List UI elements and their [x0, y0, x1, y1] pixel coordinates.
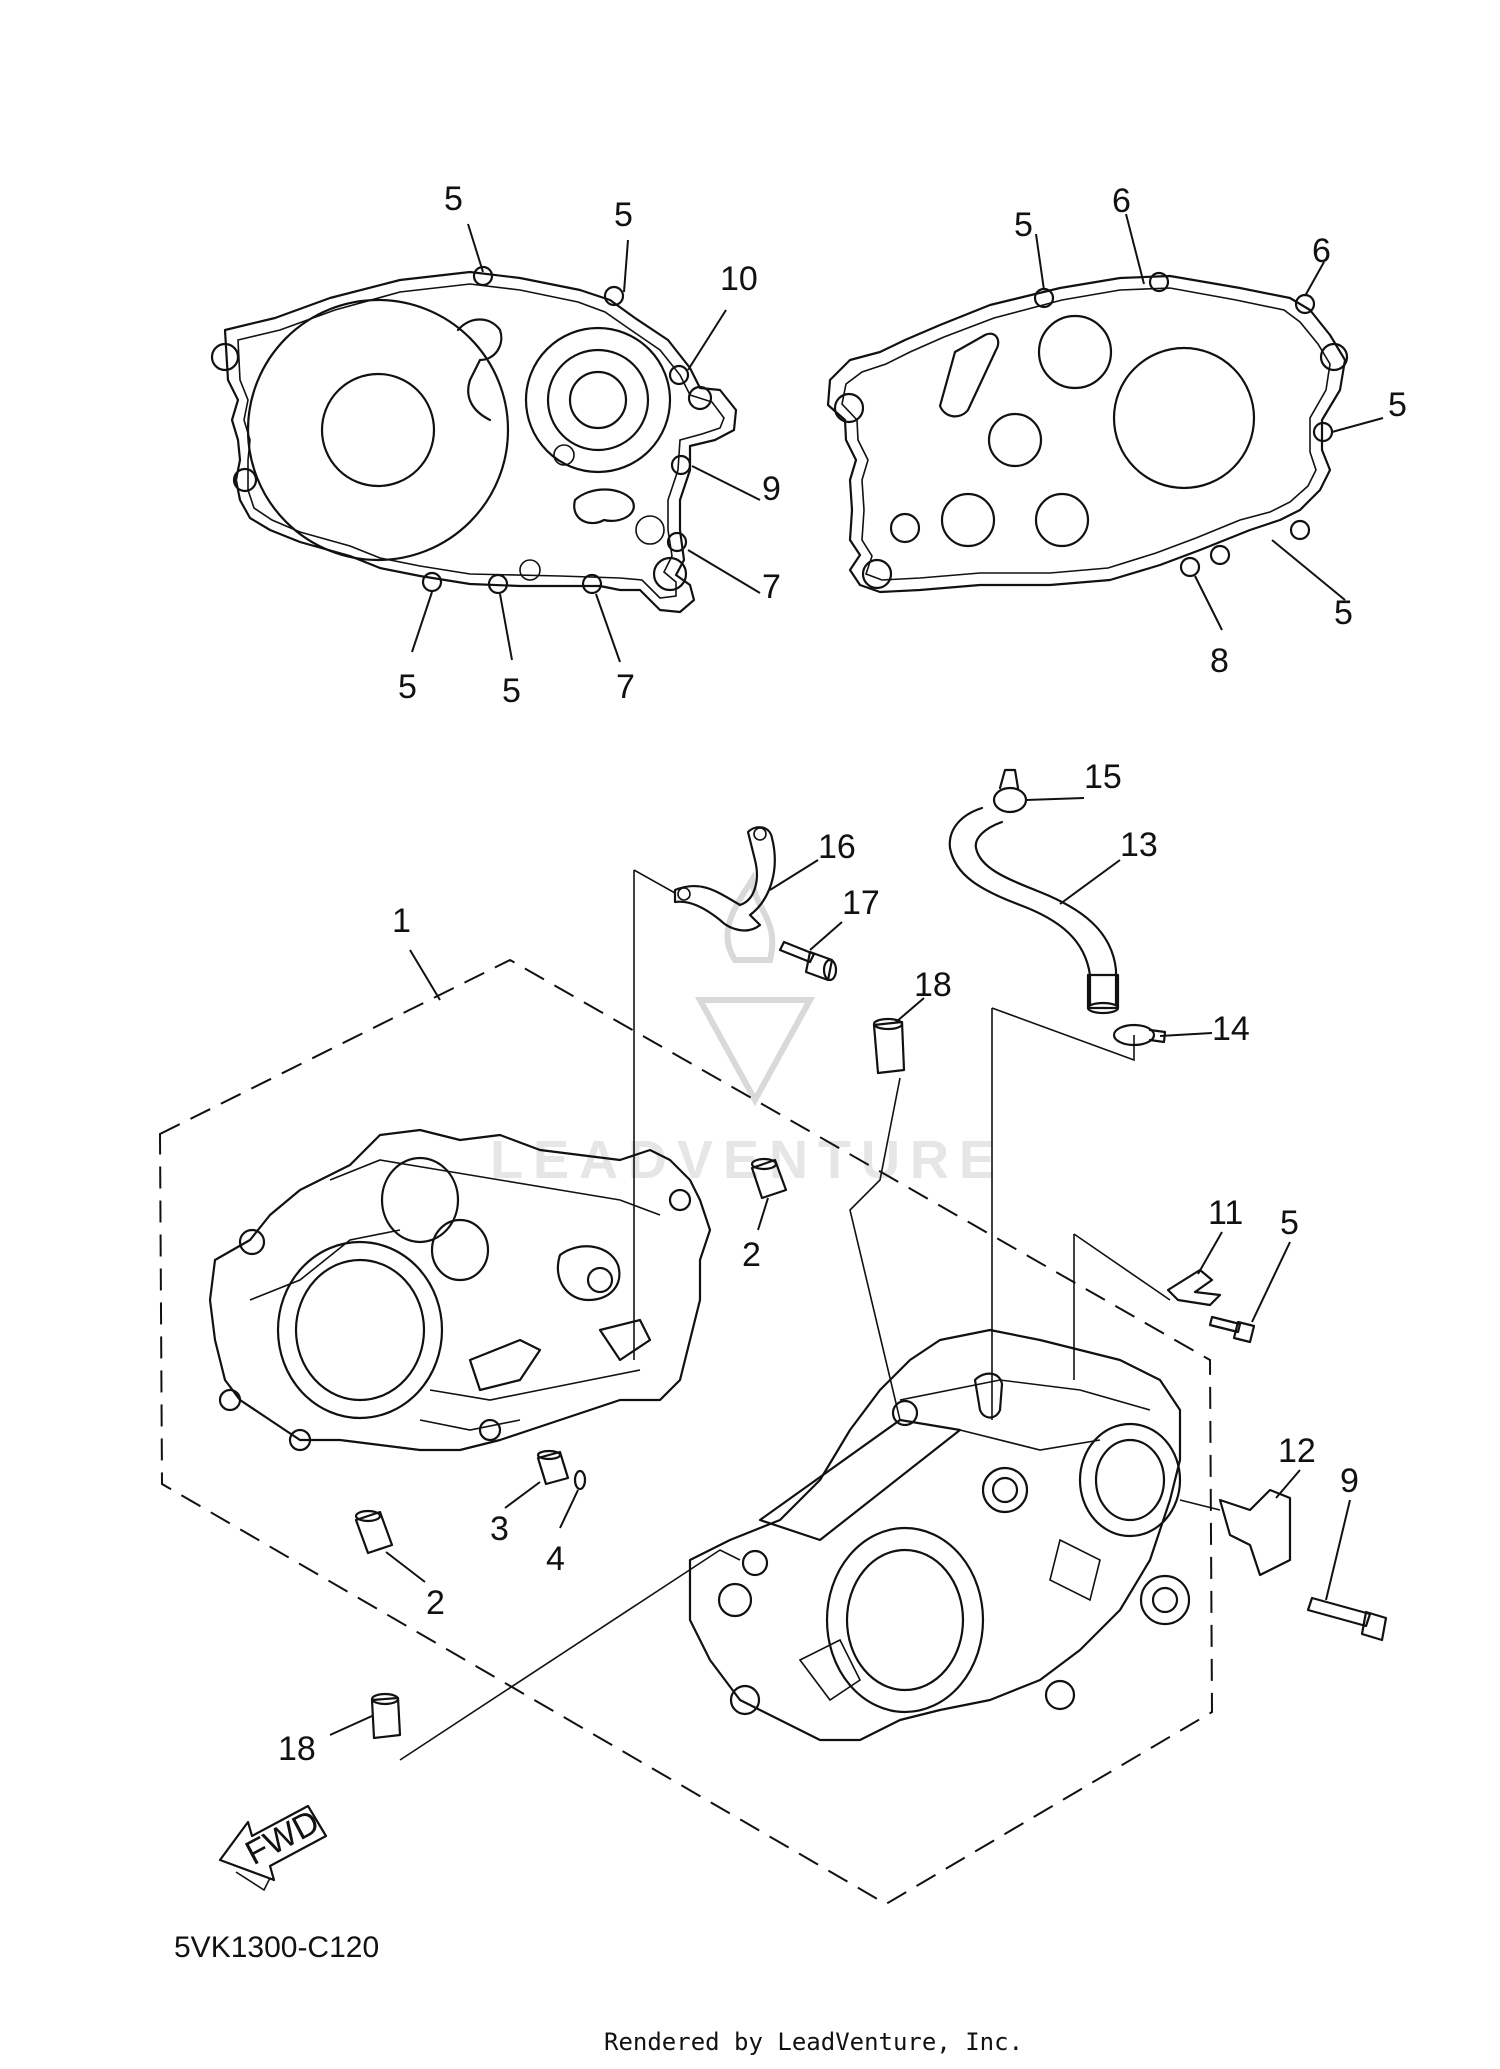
- callout-15: 15: [1084, 758, 1122, 796]
- callout-18: 18: [914, 966, 952, 1004]
- callout-8: 8: [1210, 642, 1229, 680]
- callout-6: 6: [1312, 232, 1331, 270]
- fwd-label: FWD: [239, 1803, 325, 1873]
- callout-5: 5: [1014, 206, 1033, 244]
- crankcase-group-outline: [158, 958, 1214, 1906]
- forward-arrow: FWD: [218, 1803, 328, 1892]
- part-11-clip: [1166, 1268, 1222, 1307]
- callout-18: 18: [278, 1730, 316, 1768]
- assembly-lines: [399, 869, 1221, 1761]
- part-17-bolt: [778, 940, 838, 982]
- part-3-dowel: [536, 1449, 570, 1486]
- diagram-code: 5VK1300-C120: [174, 1931, 379, 1964]
- callout-5: 5: [1280, 1204, 1299, 1242]
- part-2-dowel-upper: [750, 1157, 788, 1200]
- callout-10: 10: [720, 260, 758, 298]
- render-credit: Rendered by LeadVenture, Inc.: [604, 2028, 1023, 2056]
- callout-6: 6: [1112, 182, 1131, 220]
- part-13-hose: [948, 806, 1120, 1015]
- gasket-left: [210, 265, 738, 614]
- watermark-text: LEADVENTURE: [490, 1130, 1005, 1190]
- callout-7: 7: [616, 668, 635, 706]
- lower-leaders: [329, 797, 1351, 1736]
- callout-5: 5: [502, 672, 521, 710]
- callouts: 5 5 10 9 7 5 5 7 5 6 6 5 5 8 15 16 13 17…: [278, 180, 1407, 1768]
- callout-2: 2: [426, 1584, 445, 1622]
- callout-12: 12: [1278, 1432, 1316, 1470]
- part-18-dowel-lower: [370, 1692, 402, 1740]
- crankcase-left-half: [208, 1128, 712, 1452]
- callout-7: 7: [762, 568, 781, 606]
- part-18-dowel-upper: [872, 1017, 906, 1075]
- watermark: LEADVENTURE: [490, 870, 1005, 1190]
- callout-9: 9: [1340, 1462, 1359, 1500]
- callout-17: 17: [842, 884, 880, 922]
- part-14-clamp: [1112, 1023, 1167, 1047]
- callout-16: 16: [818, 828, 856, 866]
- part-2-dowel-lower: [354, 1509, 394, 1555]
- callout-5: 5: [614, 196, 633, 234]
- callout-5: 5: [398, 668, 417, 706]
- callout-14: 14: [1212, 1010, 1250, 1048]
- crankcase-right-half: [688, 1328, 1191, 1742]
- callout-5: 5: [1388, 386, 1407, 424]
- part-16-plate: [673, 826, 776, 932]
- callout-11: 11: [1208, 1194, 1243, 1232]
- callout-1: 1: [392, 902, 411, 940]
- part-9-bolt: [1306, 1596, 1388, 1642]
- callout-2: 2: [742, 1236, 761, 1274]
- part-5-bolt: [1208, 1315, 1256, 1344]
- top-leaders: [411, 213, 1384, 663]
- part-12-bracket: [1218, 1488, 1292, 1577]
- callout-4: 4: [546, 1540, 565, 1578]
- callout-3: 3: [490, 1510, 509, 1548]
- part-4-oring: [573, 1469, 587, 1491]
- callout-9: 9: [762, 470, 781, 508]
- part-15-clamp: [992, 768, 1028, 814]
- callout-13: 13: [1120, 826, 1158, 864]
- gasket-right: [826, 271, 1349, 594]
- callout-5: 5: [1334, 594, 1353, 632]
- callout-5: 5: [444, 180, 463, 218]
